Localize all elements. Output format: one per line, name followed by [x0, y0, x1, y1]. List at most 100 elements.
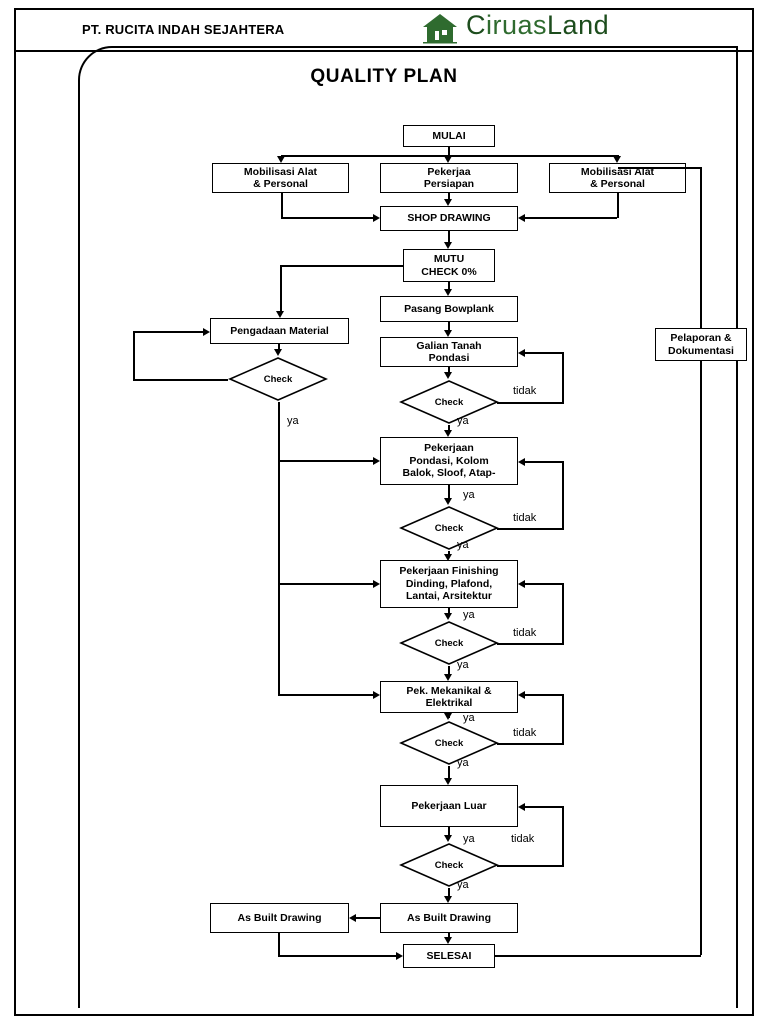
- edge-label-ya-luar-top: ya: [463, 833, 475, 845]
- node-pek-mekanikal-elektrikal: Pek. Mekanikal & Elektrikal: [380, 681, 518, 713]
- edge-checkgalian-ya: [448, 425, 450, 430]
- arrow-left-to-selesai: [396, 951, 403, 960]
- edge-label-ya-pondasi: ya: [457, 539, 469, 551]
- inner-frame-right-edge: [736, 46, 738, 1008]
- edge-mobleft-down: [281, 193, 283, 218]
- edge-label-tidak-pondasi: tidak: [513, 512, 537, 524]
- node-pekerjaan-luar: Pekerjaan Luar: [380, 785, 518, 827]
- page-border: [14, 8, 754, 1016]
- edge-pelaporan-rail-top: [700, 167, 702, 328]
- edge-checkfinishing-up: [562, 583, 564, 643]
- arrow-pondasi-to-check: [443, 498, 452, 505]
- edge-asbuilt-down: [448, 933, 450, 937]
- arrow-shop-to-mutu: [443, 242, 452, 249]
- node-pengadaan-material: Pengadaan Material: [210, 318, 349, 344]
- arrow-finishing-to-check: [443, 613, 452, 620]
- node-selesai: SELESAI: [403, 944, 495, 968]
- decision-check-pondasi: Check: [399, 505, 499, 551]
- edge-label-tidak-galian: tidak: [513, 385, 537, 397]
- arrow-checkfinishing-back: [518, 579, 525, 588]
- arrow-checkpondasi-back: [518, 457, 525, 466]
- decision-check-finishing: Check: [399, 620, 499, 666]
- arrow-mobright-to-shop: [518, 213, 525, 222]
- edge-label-ya-material: ya: [287, 415, 299, 427]
- node-mobilisasi-left: Mobilisasi Alat & Personal: [212, 163, 349, 193]
- edge-checkmat-yes-right: [278, 460, 373, 462]
- company-name: PT. RUCITA INDAH SEJAHTERA: [82, 22, 285, 37]
- edge-pengadaan-down: [278, 344, 280, 349]
- edge-leftbus-to-mekanikal: [278, 583, 280, 695]
- edge-checkmat-left: [133, 379, 228, 381]
- logo-text-part3: Land: [547, 10, 610, 40]
- arrow-checkfinishing-to-mekanikal: [443, 674, 452, 681]
- decision-label: Check: [434, 737, 464, 749]
- diamond-shape: [399, 621, 499, 665]
- edge-checkluar-up: [562, 806, 564, 865]
- arrow-to-pekerjaan-persiapan: [443, 156, 452, 163]
- arrow-galian-to-check: [443, 372, 452, 379]
- arrow-checkluar-back: [518, 802, 525, 811]
- arrow-luar-to-check: [443, 835, 452, 842]
- diamond-shape: [399, 721, 499, 765]
- edge-persiapan-down: [448, 193, 450, 199]
- edge-pelaporan-top-link: [618, 167, 702, 169]
- edge-shop-down: [448, 231, 450, 242]
- diamond-shape: [399, 506, 499, 550]
- decision-label: Check: [434, 522, 464, 534]
- edge-asbuiltleft-to-selesai: [278, 955, 396, 957]
- edge-label-tidak-finishing: tidak: [513, 627, 537, 639]
- edge-checkfinishing-right: [497, 643, 564, 645]
- edge-checkmekanikal-up: [562, 694, 564, 743]
- decision-label: Check: [263, 373, 293, 385]
- edge-checkpondasi-back: [525, 461, 562, 463]
- edge-label-ya-mekanikal: ya: [457, 757, 469, 769]
- edge-checkpondasi-right: [497, 528, 564, 530]
- edge-checkluar-ya: [448, 888, 450, 896]
- node-pekerjaan-persiapan: Pekerjaa Persiapan: [380, 163, 518, 193]
- edge-label-tidak-mekanikal: tidak: [513, 727, 537, 739]
- edge-mobleft-right: [281, 217, 373, 219]
- arrow-to-mobilisasi-left: [276, 156, 285, 163]
- arrow-checkluar-to-asbuilt: [443, 896, 452, 903]
- arrow-checkmat-to-pondasi: [373, 456, 380, 465]
- decision-label: Check: [434, 637, 464, 649]
- edge-label-ya-pondasi-top: ya: [463, 489, 475, 501]
- edge-label-ya-galian: ya: [457, 415, 469, 427]
- edge-checkfinishing-ya: [448, 666, 450, 674]
- edge-mutu-left: [280, 265, 403, 267]
- arrow-checkpondasi-to-finishing: [443, 554, 452, 561]
- edge-checkluar-right: [497, 865, 564, 867]
- node-galian-tanah-pondasi: Galian Tanah Pondasi: [380, 337, 518, 367]
- edge-mutu-left-down: [280, 265, 282, 311]
- edge-asbuilt-left: [356, 917, 380, 919]
- node-shop-drawing: SHOP DRAWING: [380, 206, 518, 231]
- arrow-checkgalian-back-to-galian: [518, 348, 525, 357]
- edge-pondasi-down: [448, 485, 450, 498]
- decision-check-material: Check: [228, 356, 328, 402]
- edge-checkmat-yes-down: [278, 402, 280, 461]
- edge-bowplank-down: [448, 322, 450, 330]
- edge-mobright-down: [617, 193, 619, 218]
- arrow-asbuilt-to-left-box: [349, 913, 356, 922]
- edge-label-ya-mekanikal-top: ya: [463, 712, 475, 724]
- brand-logo: CiruasLand: [420, 10, 720, 46]
- edge-label-ya-luar: ya: [457, 879, 469, 891]
- node-pekerjaan-pondasi: Pekerjaan Pondasi, Kolom Balok, Sloof, A…: [380, 437, 518, 485]
- edge-mobright-left: [525, 217, 617, 219]
- node-as-built-drawing-left: As Built Drawing: [210, 903, 349, 933]
- edge-checkmat-back: [133, 331, 203, 333]
- edge-checkpondasi-up: [562, 461, 564, 528]
- arrow-bowplank-to-galian: [443, 330, 452, 337]
- arrow-mutu-to-bowplank: [443, 289, 452, 296]
- inner-rounded-frame: [78, 46, 738, 1008]
- logo-text: CiruasLand: [466, 10, 609, 41]
- edge-leftbus-finishing-right: [278, 583, 373, 585]
- edge-checkgalian-up: [562, 352, 564, 402]
- edge-label-ya-finishing-top: ya: [463, 609, 475, 621]
- edge-finishing-down: [448, 608, 450, 613]
- node-mulai: MULAI: [403, 125, 495, 147]
- node-pelaporan-dokumentasi: Pelaporan & Dokumentasi: [655, 328, 747, 361]
- edge-asbuiltleft-down: [278, 933, 280, 956]
- edge-pelaporan-to-selesai: [495, 955, 701, 957]
